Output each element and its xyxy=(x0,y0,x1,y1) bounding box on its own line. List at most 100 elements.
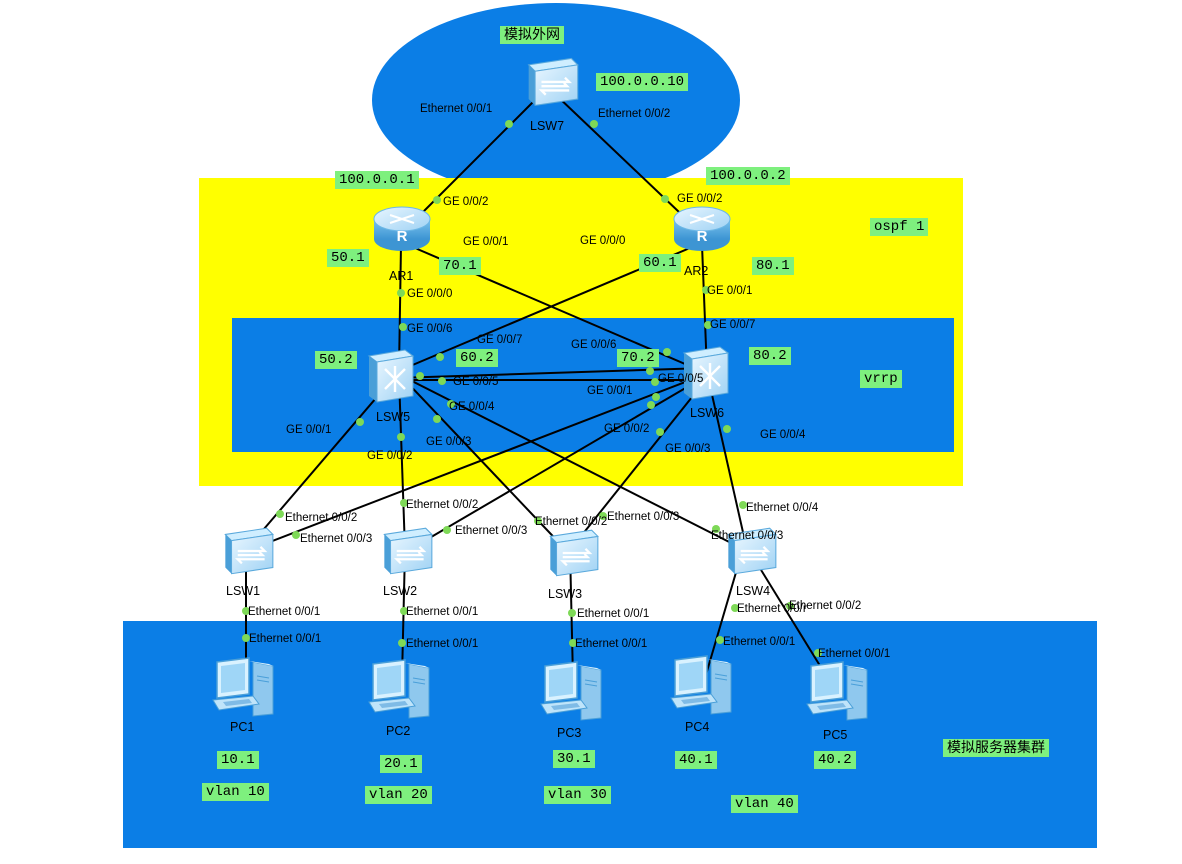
port-pc1-e1: Ethernet 0/0/1 xyxy=(249,633,322,645)
ip-lsw5-60: 60.2 xyxy=(456,349,498,367)
ip-pc4: 40.1 xyxy=(675,751,717,769)
label-external-network: 模拟外网 xyxy=(500,26,564,44)
pc-icon-pc4[interactable] xyxy=(666,654,738,718)
link-lsw5-lsw4 xyxy=(403,376,746,551)
ip-ar1-up: 100.0.0.1 xyxy=(335,171,419,189)
label-vrrp: vrrp xyxy=(860,370,902,388)
port-lsw6-ge6: GE 0/0/6 xyxy=(571,339,617,351)
link-lsw5-lsw2 xyxy=(398,376,406,551)
port-lsw1-e1: Ethernet 0/0/1 xyxy=(248,606,321,618)
device-name-lsw3: LSW3 xyxy=(548,587,583,601)
port-lsw6-ge5: GE 0/0/5 xyxy=(658,373,704,385)
vlan-label-10: vlan 10 xyxy=(202,783,269,801)
ip-ar1-70: 70.1 xyxy=(439,257,481,275)
port-lsw5-ge1: GE 0/0/1 xyxy=(286,424,332,436)
port-ar1-ge2: GE 0/0/2 xyxy=(443,196,489,208)
link-lsw4-pc5 xyxy=(749,551,831,683)
link-lsw6-lsw3 xyxy=(569,376,709,551)
pc-icon-pc5[interactable] xyxy=(802,660,874,724)
pc-icon-pc1[interactable] xyxy=(208,656,280,720)
link-lsw5-lsw1 xyxy=(245,376,395,551)
ip-lsw6-80: 80.2 xyxy=(749,347,791,365)
device-name-lsw6: LSW6 xyxy=(690,406,725,420)
port-lsw4-e4: Ethernet 0/0/4 xyxy=(746,502,819,514)
link-lsw6-lsw2 xyxy=(408,375,707,551)
ip-lsw6-70: 70.2 xyxy=(617,349,659,367)
port-lsw6-ge3: GE 0/0/3 xyxy=(665,443,711,455)
vrrp-area xyxy=(232,318,954,452)
link-lsw7-ar1 xyxy=(402,94,541,233)
router-icon-ar2[interactable] xyxy=(670,202,734,254)
port-lsw1-e2: Ethernet 0/0/2 xyxy=(285,512,358,524)
port-lsw7-e2: Ethernet 0/0/2 xyxy=(598,108,671,120)
port-lsw2-e3: Ethernet 0/0/3 xyxy=(455,525,528,537)
vlan-label-30: vlan 30 xyxy=(544,786,611,804)
port-lsw6-ge2: GE 0/0/2 xyxy=(604,423,650,435)
port-ar1-ge1: GE 0/0/1 xyxy=(463,236,509,248)
link-lsw5-lsw6-a xyxy=(395,367,707,379)
port-ar2-ge2: GE 0/0/2 xyxy=(677,193,723,205)
vlan-label-40: vlan 40 xyxy=(731,795,798,813)
device-name-pc2: PC2 xyxy=(386,724,411,738)
port-lsw1-e3: Ethernet 0/0/3 xyxy=(300,533,373,545)
device-name-lsw1: LSW1 xyxy=(226,584,261,598)
ip-pc2: 20.1 xyxy=(380,755,422,773)
device-name-pc5: PC5 xyxy=(823,728,848,742)
port-ar1-ge0: GE 0/0/0 xyxy=(407,288,453,300)
label-server-cluster: 模拟服务器集群 xyxy=(943,739,1049,757)
device-name-ar1: AR1 xyxy=(389,269,414,283)
switch-icon-lsw2[interactable] xyxy=(374,526,436,578)
port-ar2-ge1: GE 0/0/1 xyxy=(707,285,753,297)
port-ar2-ge0: GE 0/0/0 xyxy=(580,235,626,247)
device-name-lsw4: LSW4 xyxy=(736,584,771,598)
port-lsw5-ge6: GE 0/0/6 xyxy=(407,323,453,335)
pc-icon-pc2[interactable] xyxy=(364,658,436,722)
device-name-pc4: PC4 xyxy=(685,720,710,734)
device-name-ar2: AR2 xyxy=(684,264,709,278)
port-lsw6-ge4: GE 0/0/4 xyxy=(760,429,806,441)
port-lsw3-e1: Ethernet 0/0/1 xyxy=(577,608,650,620)
port-lsw6-ge7: GE 0/0/7 xyxy=(710,319,756,331)
ip-ar2-80: 80.1 xyxy=(752,257,794,275)
router-icon-ar1[interactable] xyxy=(370,202,434,254)
port-lsw4-e1: Ethernet 0/0/r xyxy=(737,603,807,615)
ip-lsw5-50: 50.2 xyxy=(315,351,357,369)
l3-switch-icon-lsw5[interactable] xyxy=(361,346,421,406)
device-name-lsw7: LSW7 xyxy=(530,119,565,133)
vlan-label-20: vlan 20 xyxy=(365,786,432,804)
port-lsw5-ge3: GE 0/0/3 xyxy=(426,436,472,448)
port-lsw4-e3: Ethernet 0/0/3 xyxy=(711,530,784,542)
ip-pc5: 40.2 xyxy=(814,751,856,769)
link-ar1-lsw5 xyxy=(398,244,402,371)
ip-pc3: 30.1 xyxy=(553,750,595,768)
device-name-pc1: PC1 xyxy=(230,720,255,734)
switch-icon-lsw1[interactable] xyxy=(215,526,277,578)
port-lsw2-e2: Ethernet 0/0/2 xyxy=(406,499,479,511)
server-cluster-area xyxy=(123,621,1097,848)
ip-ar2-60: 60.1 xyxy=(639,254,681,272)
port-lsw3-e3: Ethernet 0/0/3 xyxy=(607,511,680,523)
device-name-lsw5: LSW5 xyxy=(376,410,411,424)
port-pc3-e1: Ethernet 0/0/1 xyxy=(575,638,648,650)
ip-ar1-50: 50.1 xyxy=(327,249,369,267)
device-name-pc3: PC3 xyxy=(557,726,582,740)
port-lsw5-ge4: GE 0/0/4 xyxy=(449,401,495,413)
port-lsw3-e2: Ethernet 0/0/2 xyxy=(535,516,608,528)
ip-lsw7: 100.0.0.10 xyxy=(596,73,689,91)
port-lsw7-e1: Ethernet 0/0/1 xyxy=(420,103,493,115)
port-lsw6-ge1: GE 0/0/1 xyxy=(587,385,633,397)
port-pc4-e1: Ethernet 0/0/1 xyxy=(723,636,796,648)
pc-icon-pc3[interactable] xyxy=(536,660,608,724)
label-ospf: ospf 1 xyxy=(870,218,929,236)
port-lsw4-e2: Ethernet 0/0/2 xyxy=(789,600,862,612)
port-lsw5-ge2: GE 0/0/2 xyxy=(367,450,413,462)
link-lsw6-lsw4 xyxy=(707,376,748,551)
switch-icon-lsw3[interactable] xyxy=(540,528,602,580)
ip-ar2-up: 100.0.0.2 xyxy=(706,167,790,185)
ip-pc1: 10.1 xyxy=(217,751,259,769)
link-lsw6-lsw1 xyxy=(248,373,707,551)
link-lsw7-ar2 xyxy=(555,94,701,233)
device-name-lsw2: LSW2 xyxy=(383,584,418,598)
switch-icon-lsw7[interactable] xyxy=(518,56,582,110)
